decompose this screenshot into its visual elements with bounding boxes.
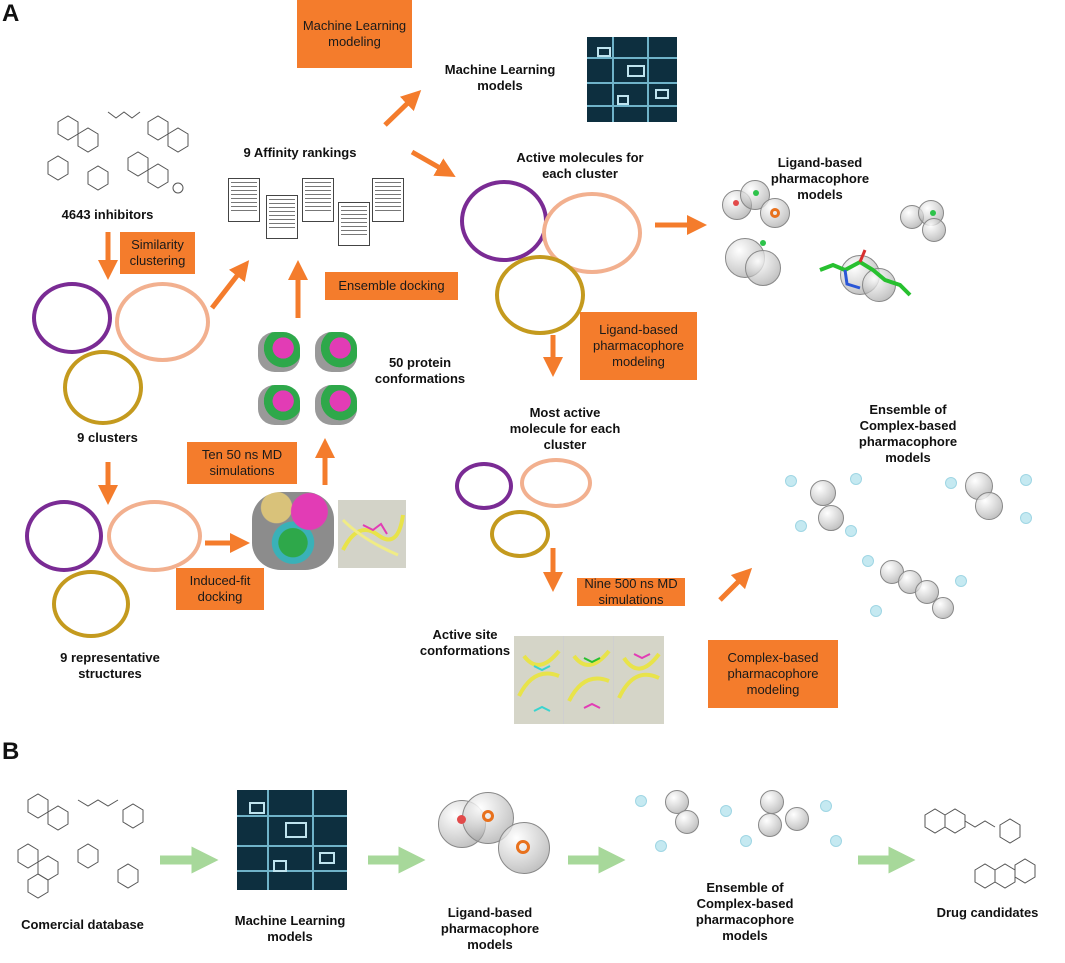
cluster-circle-purple <box>32 282 112 354</box>
affinity-label: 9 Affinity rankings <box>243 145 357 160</box>
ten-md-box: Ten 50 ns MD simulations <box>187 442 297 484</box>
lb-modeling-box: Ligand-based pharmacophore modeling <box>580 312 697 380</box>
lb-feature-green-3 <box>930 210 936 216</box>
most-active-circle-gold <box>490 510 550 558</box>
representative-circle-gold <box>52 570 130 638</box>
cluster-circle-gold <box>63 350 143 425</box>
drug-candidate-structures <box>924 808 1036 889</box>
ranking-table-1 <box>228 178 260 222</box>
cluster-circle-peach <box>115 282 210 362</box>
b-ml-models-image <box>237 790 347 890</box>
most-active-label: Most active molecule for each cluster <box>509 405 621 452</box>
drug-candidates-label: Drug candidates <box>936 905 1039 920</box>
ranking-table-2 <box>266 195 298 239</box>
lb-feature-green <box>753 190 759 196</box>
panel-letter-b: B <box>2 738 20 765</box>
protein-conformation-2 <box>315 332 357 372</box>
ml-models-image <box>587 37 677 122</box>
protein-conformation-3 <box>258 385 300 425</box>
b-cb-models-image <box>630 785 845 860</box>
most-active-circle-peach <box>520 458 592 508</box>
inhibitor-structures <box>47 111 189 194</box>
cb-model-2 <box>940 462 1040 530</box>
active-site-label: Active site conformations <box>419 627 511 658</box>
arrow-affinity-ml <box>383 90 422 127</box>
ranking-table-5 <box>372 178 404 222</box>
ranking-table-4 <box>338 202 370 246</box>
b-lb-models-label: Ligand-based pharmacophore models <box>440 905 540 952</box>
ensemble-label: Ensemble of Complex-based pharmacophore … <box>858 402 958 465</box>
representative-circle-peach <box>107 500 202 572</box>
ranking-table-3 <box>302 178 334 222</box>
clusters-label: 9 clusters <box>77 430 138 445</box>
induced-fit-box: Induced-fit docking <box>176 568 264 610</box>
arrow-sites-ensemble <box>718 567 753 602</box>
protein-conformations-label: 50 protein conformations <box>374 355 466 386</box>
cb-model-1 <box>780 465 870 545</box>
ml-modeling-box: Machine Learning modeling <box>297 0 412 68</box>
panel-letter-a: A <box>2 0 20 27</box>
protein-conformation-1 <box>258 332 300 372</box>
lb-ligand <box>819 249 912 297</box>
inhibitors-label: 4643 inhibitors <box>61 207 154 222</box>
commercial-db-structures <box>17 793 144 899</box>
database-label: Comercial database <box>21 917 144 932</box>
active-site-image <box>514 636 664 724</box>
b-lb-feature-ring <box>482 810 494 822</box>
b-ml-models-label: Machine Learning models <box>234 913 346 944</box>
lb-sphere-8 <box>922 218 946 242</box>
lb-sphere-5 <box>745 250 781 286</box>
active-molecules-label: Active molecules for each cluster <box>516 150 644 181</box>
b-lb-feature-ring-2 <box>516 840 530 854</box>
most-active-circle-purple <box>455 462 513 510</box>
representative-label: 9 representative structures <box>60 650 160 681</box>
active-circle-gold <box>495 255 585 335</box>
b-lb-feature-red <box>457 815 466 824</box>
b-ensemble-label: Ensemble of Complex-based pharmacophore … <box>695 880 795 943</box>
binding-site-view <box>338 500 406 568</box>
lb-feature-green-2 <box>760 240 766 246</box>
representative-circle-purple <box>25 500 103 572</box>
ml-models-label: Machine Learning models <box>444 62 556 93</box>
cb-modeling-box: Complex-based pharmacophore modeling <box>708 640 838 708</box>
protein-conformation-4 <box>315 385 357 425</box>
arrow-affinity-active <box>410 149 456 177</box>
lb-models-label: Ligand-based pharmacophore models <box>770 155 870 202</box>
cb-model-3 <box>860 545 970 625</box>
nine-md-box: Nine 500 ns MD simulations <box>577 576 685 607</box>
similarity-clustering-box: Similarity clustering <box>120 232 195 274</box>
lb-feature-ring <box>770 208 780 218</box>
arrow-clusters-affinity <box>210 260 250 310</box>
lb-feature-red <box>733 200 739 206</box>
active-circle-purple <box>460 180 548 262</box>
ensemble-docking-box: Ensemble docking <box>325 272 458 300</box>
protein-complex <box>252 492 334 570</box>
